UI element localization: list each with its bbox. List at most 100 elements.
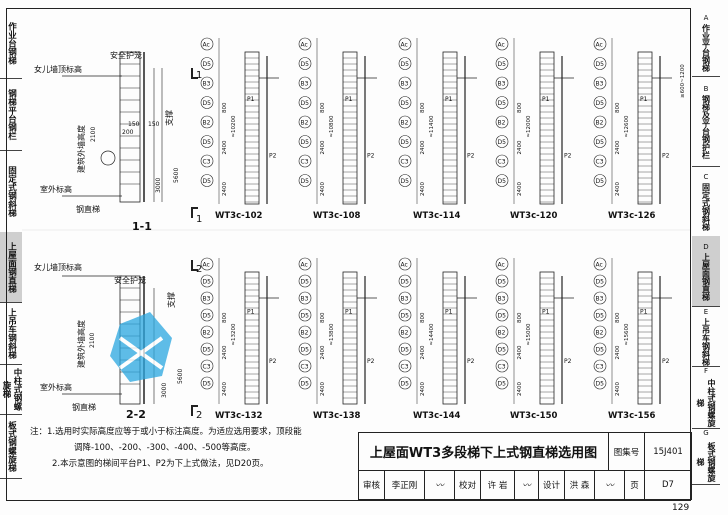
ladder-elevations: AcD5B3D5B2D5C3D524002400800≈10200P1P2WT3… [200, 37, 686, 420]
segment-marker [298, 174, 312, 187]
total-height: ≈15000 [526, 323, 532, 346]
ladder-code: WT3c-150 [510, 411, 557, 420]
segment-marker-label: B3 [203, 296, 211, 303]
ladder-body [342, 51, 358, 205]
right-tab-letter: G [703, 429, 709, 437]
right-tab-letter: D [703, 242, 709, 251]
platform-p2-label: P2 [564, 358, 572, 365]
segment-marker [200, 115, 214, 129]
segment-marker [398, 291, 412, 305]
segment-marker-label: D5 [596, 61, 605, 68]
s1-label-support: 支撑 [164, 110, 174, 126]
segment-dim: 2400 [615, 140, 621, 154]
segment-dim: 800 [517, 102, 523, 113]
segment-marker-label: C3 [498, 159, 506, 166]
s2-marker-bottom: 2 [196, 410, 202, 420]
segment-dim: 2400 [615, 345, 621, 359]
segment-marker-label: D5 [401, 100, 410, 107]
segment-dim: 800 [222, 102, 228, 113]
segment-marker [298, 376, 312, 390]
segment-marker [495, 308, 509, 322]
right-tab-label: 固定式钢斜梯 [701, 182, 711, 231]
segment-marker-label: Ac [498, 42, 505, 49]
segment-dim: 2400 [320, 382, 326, 396]
left-tab-4[interactable]: 上吊车钢斜梯 [0, 302, 22, 365]
s2-dim-5600: 5600 [177, 369, 184, 384]
platform-p1-label: P1 [445, 308, 453, 315]
segment-marker [298, 115, 312, 129]
segment-marker [398, 174, 412, 187]
segment-marker-label: C3 [596, 159, 604, 166]
s1-marker-bottom: 1 [196, 214, 202, 225]
platform-p1-label: P1 [445, 96, 453, 103]
segment-marker-label: C3 [203, 364, 211, 371]
left-tab-1[interactable]: 钢梯平台钢栏 [0, 78, 22, 151]
segment-marker [298, 96, 312, 109]
segment-marker [398, 308, 412, 322]
segment-dim: 2400 [222, 140, 228, 154]
left-tab-0[interactable]: 作业台钢梯 [0, 8, 22, 79]
s1-dim-150a: 150 [128, 121, 140, 128]
left-tab-label: 上吊车钢斜梯 [6, 307, 17, 359]
segment-marker-label: D5 [203, 100, 212, 107]
segment-dim: 800 [320, 312, 326, 323]
segment-marker [593, 154, 607, 168]
segment-marker-label: C3 [401, 364, 409, 371]
title-block: 上屋面WT3多段梯下上式钢直梯选用图 图集号 15J401 审核 李正刚 〰 校… [358, 432, 692, 500]
total-height: ≈11400 [429, 115, 435, 138]
platform-p1-label: P1 [247, 96, 255, 103]
segment-marker [398, 376, 412, 390]
left-tab-3[interactable]: 上屋面钢直梯 [0, 232, 22, 303]
left-tab-6[interactable]: 板式钢螺旋梯 [0, 414, 22, 479]
platform-p2-label: P2 [662, 153, 670, 160]
page-label: 页 [625, 471, 645, 499]
s2-title: 2-2 [126, 408, 146, 420]
ladder-code: WT3c-114 [413, 211, 460, 221]
right-tab-label: 作业平台钢梯 [701, 23, 711, 72]
section-1-1: 安全护笼 女儿墙顶标高 建筑外墙高度 室外标高 钢直梯 支撑 150 150 2… [34, 50, 202, 233]
segment-dim: 800 [517, 312, 523, 323]
segment-marker [200, 37, 214, 51]
check-label: 校对 [455, 471, 481, 499]
right-tab-label: 中柱式钢螺旋梯 [696, 378, 716, 427]
segment-marker-label: C3 [498, 364, 506, 371]
segment-marker [495, 76, 509, 90]
segment-marker-label: D5 [401, 313, 410, 320]
segment-marker [398, 154, 412, 168]
segment-marker-label: D5 [301, 279, 310, 286]
ladder-code: WT3c-126 [608, 211, 655, 221]
segment-marker-label: B3 [203, 81, 211, 88]
segment-marker [398, 96, 412, 109]
ladder-body [244, 51, 260, 205]
segment-marker [593, 76, 607, 90]
s1-label-ground: 室外标高 [40, 184, 72, 194]
segment-marker-label: D5 [596, 279, 605, 286]
segment-marker [200, 57, 214, 70]
total-height: ≈12600 [624, 115, 630, 138]
segment-dim: 2400 [615, 382, 621, 396]
s1-label-height: 建筑外墙高度 [76, 125, 86, 173]
segment-marker-label: D5 [301, 61, 310, 68]
segment-dim: 2400 [517, 140, 523, 154]
segment-marker-label: D5 [498, 100, 507, 107]
segment-dim: 2400 [420, 345, 426, 359]
platform-p1-label: P1 [640, 96, 648, 103]
segment-dim: 800 [420, 312, 426, 323]
segment-marker-label: D5 [596, 381, 605, 388]
segment-marker-label: C3 [596, 364, 604, 371]
segment-marker [200, 76, 214, 90]
segment-marker-label: D5 [301, 381, 310, 388]
page-code: D7 [662, 480, 674, 490]
segment-marker-label: D5 [401, 178, 410, 185]
segment-marker [200, 96, 214, 109]
segment-marker [495, 174, 509, 187]
segment-marker [495, 291, 509, 305]
